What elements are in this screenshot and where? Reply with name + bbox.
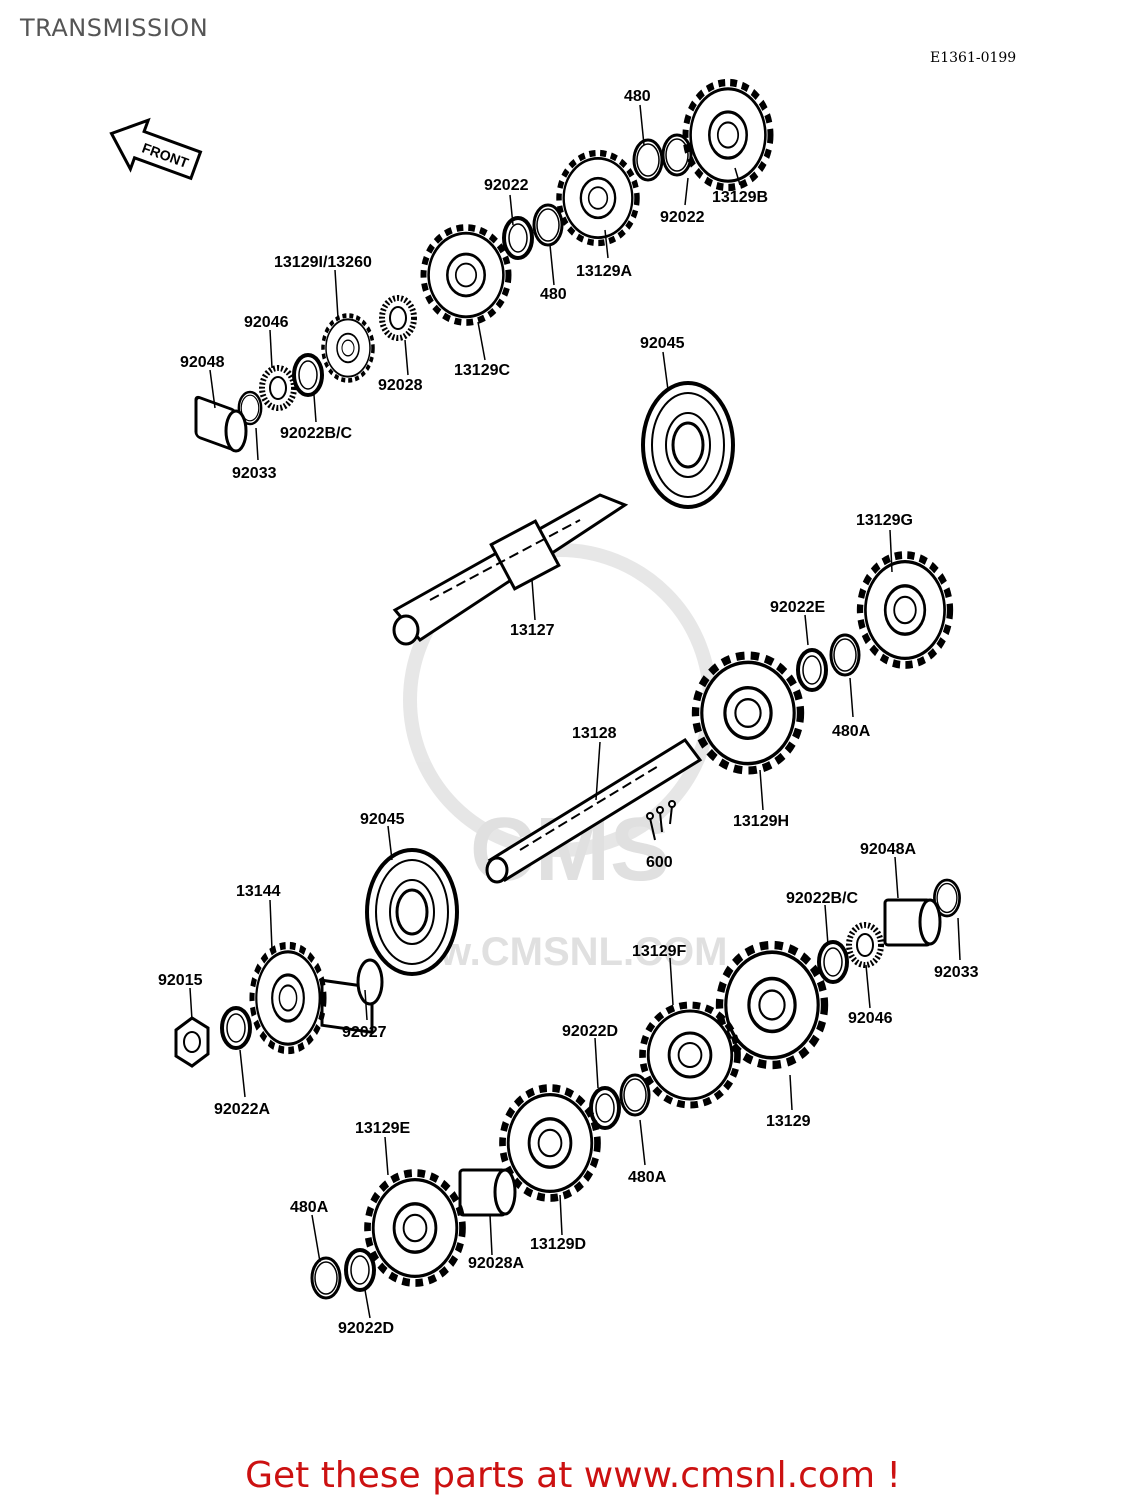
washer-92022-upper-right — [661, 133, 693, 177]
nut-92015 — [174, 1016, 210, 1068]
label-92022bc-mid: 92022B/C — [786, 890, 858, 907]
gear-13129 — [720, 945, 825, 1065]
label-480a-low: 480A — [290, 1199, 329, 1216]
bushing-92028a — [458, 1168, 517, 1217]
label-92028: 92028 — [378, 377, 423, 394]
bearing-92045-lower — [365, 848, 459, 976]
gear-13129c — [424, 228, 509, 323]
label-92022d-mid: 92022D — [562, 1023, 618, 1040]
washer-92022a — [220, 1006, 252, 1050]
bearing-92045-upper — [641, 381, 735, 509]
label-480-mid: 480 — [540, 286, 567, 303]
washer-92022e — [796, 648, 828, 692]
label-13127: 13127 — [510, 622, 555, 639]
label-92046-top: 92046 — [244, 314, 289, 331]
bearing-needle-92046-lower — [849, 925, 881, 965]
label-13129b: 13129B — [712, 189, 768, 206]
label-92022-right: 92022 — [660, 209, 705, 226]
label-92048a: 92048A — [860, 841, 916, 858]
collar-92027 — [320, 958, 384, 1034]
label-92033-mid: 92033 — [934, 964, 979, 981]
label-92046-mid: 92046 — [848, 1010, 893, 1027]
label-13129e: 13129E — [355, 1120, 410, 1137]
sprocket-13144 — [252, 946, 324, 1051]
label-92022a: 92022A — [214, 1101, 270, 1118]
shaft-13128 — [485, 738, 703, 884]
label-92022d-low: 92022D — [338, 1320, 394, 1337]
circlip-480a-low — [310, 1256, 342, 1300]
label-480a-mid: 480A — [628, 1169, 667, 1186]
watermark-url: w.CMSNL.COM — [439, 930, 727, 974]
label-92022-top: 92022 — [484, 177, 529, 194]
pins-600 — [646, 800, 676, 841]
label-92045-mid: 92045 — [360, 811, 405, 828]
collar-92048a — [883, 898, 942, 947]
label-13129h: 13129H — [733, 813, 789, 830]
leader-lines — [189, 104, 961, 1319]
shaft-13127 — [392, 493, 629, 646]
gear-13129g — [860, 555, 950, 665]
page-title: TRANSMISSION — [20, 14, 209, 42]
label-13129: 13129 — [766, 1113, 811, 1130]
label-600: 600 — [646, 854, 673, 871]
bearing-needle-92046-upper — [262, 368, 294, 408]
gear-13129d — [503, 1088, 598, 1198]
label-13128: 13128 — [572, 725, 617, 742]
gear-13129i — [323, 316, 373, 381]
gear-13129a — [559, 153, 637, 243]
washer-92022-upper-left — [502, 216, 534, 260]
label-13129f: 13129F — [632, 943, 686, 960]
label-13129c: 13129C — [454, 362, 510, 379]
label-92048: 92048 — [180, 354, 225, 371]
label-92033-top: 92033 — [232, 465, 277, 482]
washer-92022bc-upper — [292, 353, 324, 397]
washer-92022bc-lower — [817, 940, 849, 984]
gear-13129e — [368, 1173, 463, 1283]
label-92028a: 92028A — [468, 1255, 524, 1272]
circlip-480a-mid — [619, 1073, 651, 1117]
label-13129a: 13129A — [576, 263, 632, 280]
diagram-code: E1361-0199 — [930, 50, 1017, 66]
label-13129i: 13129I/13260 — [274, 254, 372, 271]
gear-13129b — [686, 83, 771, 188]
exploded-parts-diagram: CMS w.CMSNL.COM FRONT — [109, 0, 979, 1337]
label-13129d: 13129D — [530, 1236, 586, 1253]
label-92022e: 92022E — [770, 599, 825, 616]
label-92022bc-top: 92022B/C — [280, 425, 352, 442]
label-92015: 92015 — [158, 972, 203, 989]
label-13144: 13144 — [236, 883, 281, 900]
label-13129g: 13129G — [856, 512, 913, 529]
promo-link[interactable]: Get these parts at www.cmsnl.com ! — [245, 1455, 901, 1496]
label-92045-top: 92045 — [640, 335, 685, 352]
bushing-92028 — [382, 298, 414, 338]
front-arrow-icon: FRONT — [109, 117, 203, 181]
label-480-top: 480 — [624, 88, 651, 105]
part-labels: 480 92022 92022 13129B 480 13129A 13129I… — [158, 88, 979, 1337]
circlip-480a-right — [829, 633, 861, 677]
gear-13129h — [696, 656, 801, 771]
washer-92022d-low — [344, 1248, 376, 1292]
circlip-480-upper — [632, 138, 664, 182]
circlip-480-mid — [532, 203, 564, 247]
label-480a-right: 480A — [832, 723, 871, 740]
label-92027: 92027 — [342, 1024, 387, 1041]
